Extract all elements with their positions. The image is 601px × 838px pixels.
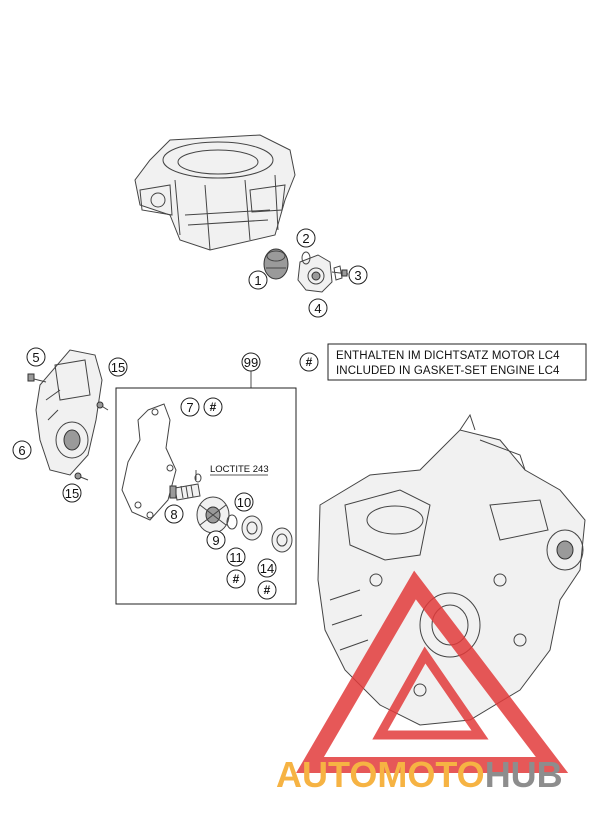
svg-text:10: 10 — [237, 495, 251, 510]
svg-text:#: # — [306, 355, 313, 369]
callout-1: 1 — [248, 270, 268, 290]
o-ring-part-2 — [301, 251, 311, 265]
watermark-logo: AUTOMOTOHUB — [276, 570, 569, 795]
svg-text:7: 7 — [186, 400, 193, 415]
thermostat-housing-part-4 — [297, 254, 333, 293]
svg-text:11: 11 — [229, 550, 243, 565]
loctite-label: LOCTITE 243 — [210, 464, 269, 476]
callout-8: 8 — [164, 504, 184, 524]
svg-text:9: 9 — [212, 533, 219, 548]
callout-2: 2 — [296, 228, 316, 248]
gasket-set-frame — [115, 387, 297, 605]
callout-10: 10 — [234, 492, 254, 512]
watermark-triangle-inner — [372, 646, 489, 740]
callout-6: 6 — [12, 440, 32, 460]
svg-text:1: 1 — [254, 273, 261, 288]
svg-text:2: 2 — [302, 231, 309, 246]
callout-14: 14 — [257, 558, 277, 578]
callout-4: 4 — [308, 298, 328, 318]
ring-part-10 — [226, 514, 238, 530]
thermostat-part-1 — [263, 248, 289, 280]
screw-part-15-lower — [74, 472, 89, 481]
svg-text:99: 99 — [244, 355, 258, 370]
svg-text:LOCTITE 243: LOCTITE 243 — [210, 464, 269, 475]
screw-part-15-upper — [96, 401, 109, 411]
svg-text:4: 4 — [314, 301, 321, 316]
gasket-set-note: ENTHALTEN IM DICHTSATZ MOTOR LC4 INCLUDE… — [327, 343, 587, 381]
callout-15-upper: 15 — [108, 357, 128, 377]
svg-text:15: 15 — [65, 486, 79, 501]
note-line-german: ENTHALTEN IM DICHTSATZ MOTOR LC4 — [336, 350, 560, 362]
impeller-part-9 — [196, 496, 230, 534]
callout-99: 99 — [241, 352, 261, 372]
note-line-english: INCLUDED IN GASKET-SET ENGINE LC4 — [336, 365, 560, 377]
callout-7: 7 — [180, 397, 200, 417]
bearing-part-11 — [241, 515, 263, 541]
callout-15-lower: 15 — [62, 483, 82, 503]
seal-part-14 — [271, 527, 293, 553]
svg-text:AUTOMOTOHUB: AUTOMOTOHUB — [276, 754, 563, 795]
hash-marker-14: # — [257, 580, 277, 600]
svg-text:#: # — [264, 583, 271, 597]
cylinder-drawing — [134, 134, 296, 251]
small-washer — [194, 473, 202, 483]
svg-text:#: # — [210, 400, 217, 414]
hash-marker-7: # — [203, 397, 223, 417]
svg-text:14: 14 — [260, 561, 274, 576]
water-pump-cover-part-6 — [35, 349, 103, 476]
svg-text:5: 5 — [32, 350, 39, 365]
callout-5: 5 — [26, 347, 46, 367]
screw-part-5 — [27, 373, 47, 383]
gasket-part-7 — [121, 403, 177, 521]
svg-text:6: 6 — [18, 443, 25, 458]
watermark-triangle-outer — [296, 570, 569, 773]
bolt-part-3 — [331, 265, 349, 281]
callout-3: 3 — [348, 265, 368, 285]
svg-text:#: # — [233, 572, 240, 586]
hash-marker-11: # — [226, 569, 246, 589]
svg-text:3: 3 — [354, 268, 361, 283]
svg-text:15: 15 — [111, 360, 125, 375]
svg-text:8: 8 — [170, 507, 177, 522]
screw-part-8 — [169, 483, 201, 501]
hash-legend-marker: # — [299, 352, 319, 372]
callout-11: 11 — [226, 547, 246, 567]
callout-9: 9 — [206, 530, 226, 550]
